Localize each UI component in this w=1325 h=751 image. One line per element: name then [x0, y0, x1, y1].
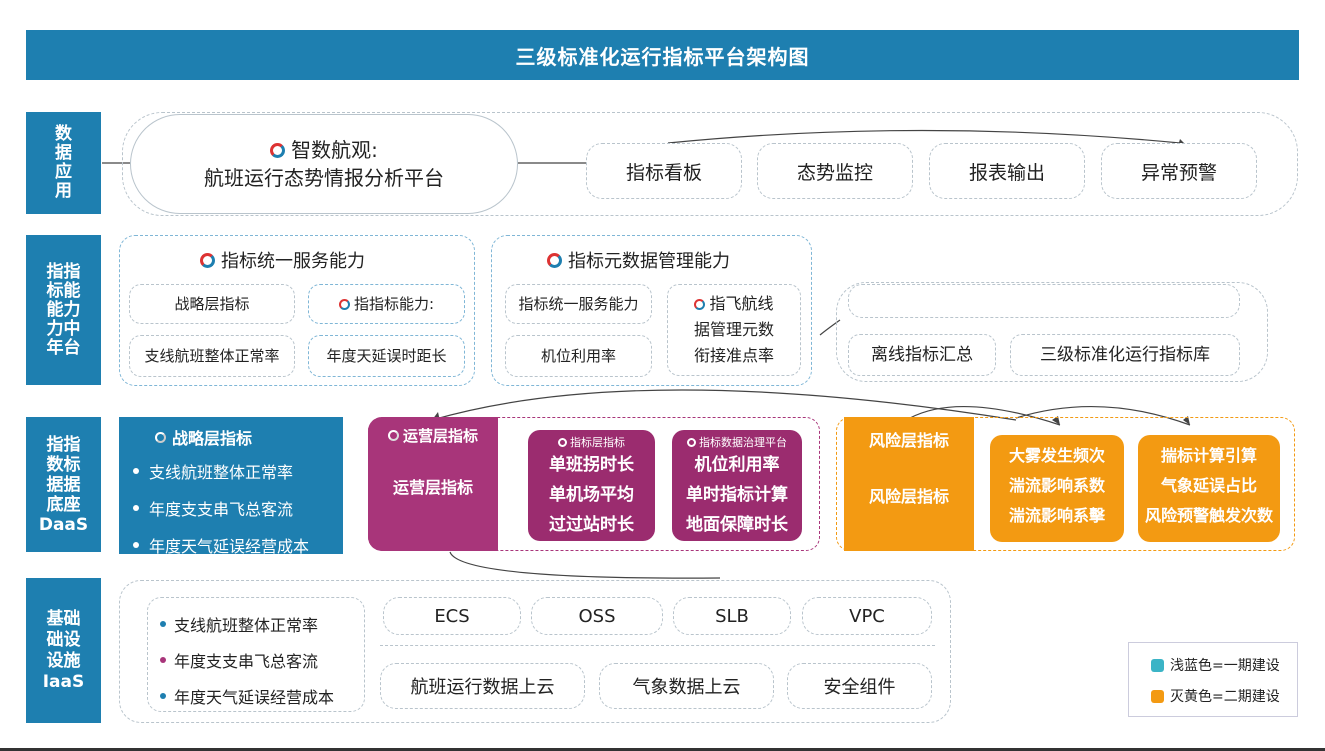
minus-icon	[1151, 689, 1164, 703]
iaas-list-item: 年度支支串飞总客流	[160, 648, 364, 672]
service-item[interactable]: 指指标能力:	[308, 284, 465, 324]
divider	[380, 645, 935, 646]
operation-subtitle: 运营层指标	[392, 478, 473, 497]
row-label-iaas: 基础 础设 设施 IaaS	[26, 578, 101, 723]
logo-icon	[387, 430, 399, 441]
bottom-rule	[0, 748, 1325, 751]
metadata-item-stack[interactable]: 指飞航线 据管理元数 衔接准点率	[667, 284, 801, 376]
iaas-list-item: 年度天气延误经营成本	[160, 684, 364, 708]
logo-icon	[687, 437, 696, 447]
cloud-ecs[interactable]: ECS	[383, 597, 521, 635]
app-item-report[interactable]: 报表输出	[929, 143, 1085, 199]
service-item[interactable]: 战略层指标	[129, 284, 295, 324]
operation-title: 运营层指标	[402, 427, 478, 445]
iaas-list-box: 支线航班整体正常率 年度支支串飞总客流 年度天气延误经营成本	[147, 597, 365, 712]
offline-summary[interactable]: 离线指标汇总	[848, 334, 996, 376]
row-label-app: 数 据 应 用	[26, 112, 101, 214]
logo-icon	[694, 298, 706, 310]
logo-icon	[558, 437, 567, 447]
risk-subtitle: 风险层指标	[868, 487, 949, 506]
platform-logo-icon	[270, 142, 286, 158]
operation-card-1[interactable]: 指标层指标 单班拐时长 单机场平均 过过站时长	[528, 430, 655, 541]
service-capability-title: 指标统一服务能力	[200, 247, 365, 273]
legend: 浅蓝色=一期建设 灭黄色=二期建设	[1128, 642, 1298, 717]
platform-name: 智数航观:	[291, 138, 378, 162]
iaas-container	[119, 580, 951, 723]
platform-card[interactable]: 智数航观: 航班运行态势情报分析平台	[130, 114, 518, 214]
logo-icon	[338, 298, 350, 310]
risk-card-1[interactable]: 大雾发生频次 湍流影响系数 湍流影响系擊	[990, 435, 1124, 542]
cloud-vpc[interactable]: VPC	[802, 597, 932, 635]
risk-layer-group	[836, 417, 1295, 551]
cloud-flight-data[interactable]: 航班运行数据上云	[380, 663, 585, 709]
row-label-capability: 指指 标能 能力 力中 年台	[26, 235, 101, 385]
metric-library[interactable]: 三级标准化运行指标库	[1010, 334, 1240, 376]
legend-item-yellow: 灭黄色=二期建设	[1151, 686, 1297, 706]
risk-layer-box: 风险层指标 风险层指标	[844, 417, 974, 551]
platform-subtitle: 航班运行态势情报分析平台	[204, 166, 444, 190]
service-item[interactable]: 年度天延误时距长	[308, 335, 465, 377]
cloud-slb[interactable]: SLB	[673, 597, 791, 635]
app-row-container	[122, 112, 1298, 216]
service-capability-group	[119, 235, 475, 386]
strategic-item: 支线航班整体正常率	[133, 459, 343, 483]
iaas-list-item: 支线航班整体正常率	[160, 612, 364, 636]
row-label-daas: 指指 数标 据据 底座 DaaS	[26, 417, 101, 552]
strategic-item: 年度支支串飞总客流	[133, 496, 343, 520]
strategic-layer-box: 战略层指标 支线航班整体正常率 年度支支串飞总客流 年度天气延误经营成本	[119, 417, 343, 557]
strategic-title: 战略层指标	[172, 429, 253, 448]
app-item-dashboard[interactable]: 指标看板	[586, 143, 742, 199]
service-item[interactable]: 支线航班整体正常率	[129, 335, 295, 377]
operation-layer-box: 运营层指标 运营层指标	[368, 417, 498, 551]
risk-title: 风险层指标	[868, 431, 949, 450]
risk-card-2[interactable]: 揣标计算引算 气象延误占比 风险预警触发次数	[1138, 435, 1280, 542]
metadata-capability-group	[491, 235, 812, 386]
cloud-oss[interactable]: OSS	[531, 597, 663, 635]
operation-card-2[interactable]: 指标数据治理平台 机位利用率 单时指标计算 地面保障时长	[672, 430, 802, 541]
app-item-monitor[interactable]: 态势监控	[757, 143, 913, 199]
metadata-logo-icon	[547, 252, 562, 268]
check-icon	[1151, 658, 1164, 672]
logo-icon	[155, 431, 166, 443]
cloud-security[interactable]: 安全组件	[787, 663, 932, 709]
metadata-item[interactable]: 指标统一服务能力	[505, 284, 652, 324]
strategic-item: 年度天气延误经营成本	[133, 533, 343, 557]
page-title: 三级标准化运行指标平台架构图	[26, 30, 1299, 80]
cloud-weather-data[interactable]: 气象数据上云	[599, 663, 774, 709]
metadata-item[interactable]: 机位利用率	[505, 335, 652, 377]
metric-library-group	[836, 282, 1268, 382]
metric-library-empty-slot	[848, 284, 1240, 318]
service-logo-icon	[200, 252, 215, 268]
app-item-alert[interactable]: 异常预警	[1101, 143, 1257, 199]
metadata-capability-title: 指标元数据管理能力	[547, 247, 730, 273]
legend-item-blue: 浅蓝色=一期建设	[1151, 655, 1297, 675]
